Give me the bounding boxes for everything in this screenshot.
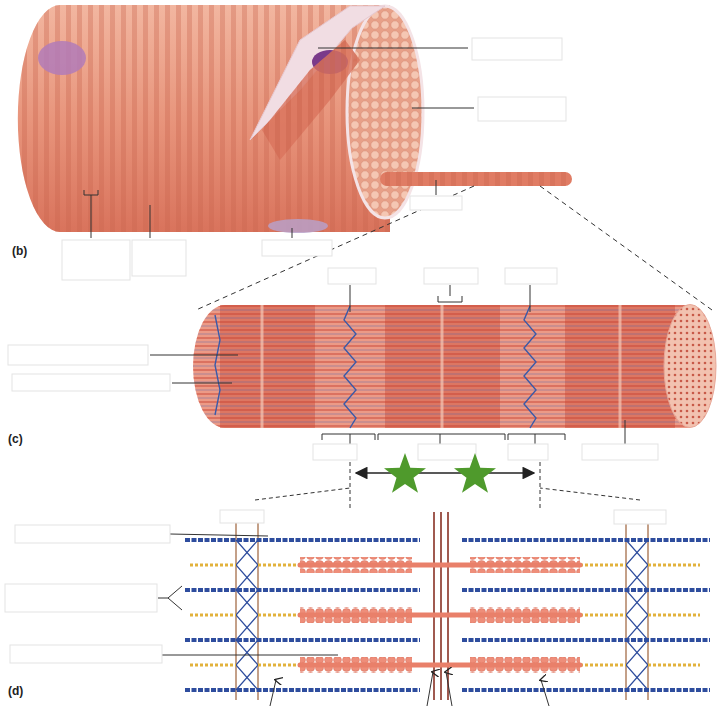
panel-letter: (c) [8, 432, 23, 446]
panel-letter: (d) [8, 684, 23, 698]
panel-letter: (b) [12, 244, 27, 258]
